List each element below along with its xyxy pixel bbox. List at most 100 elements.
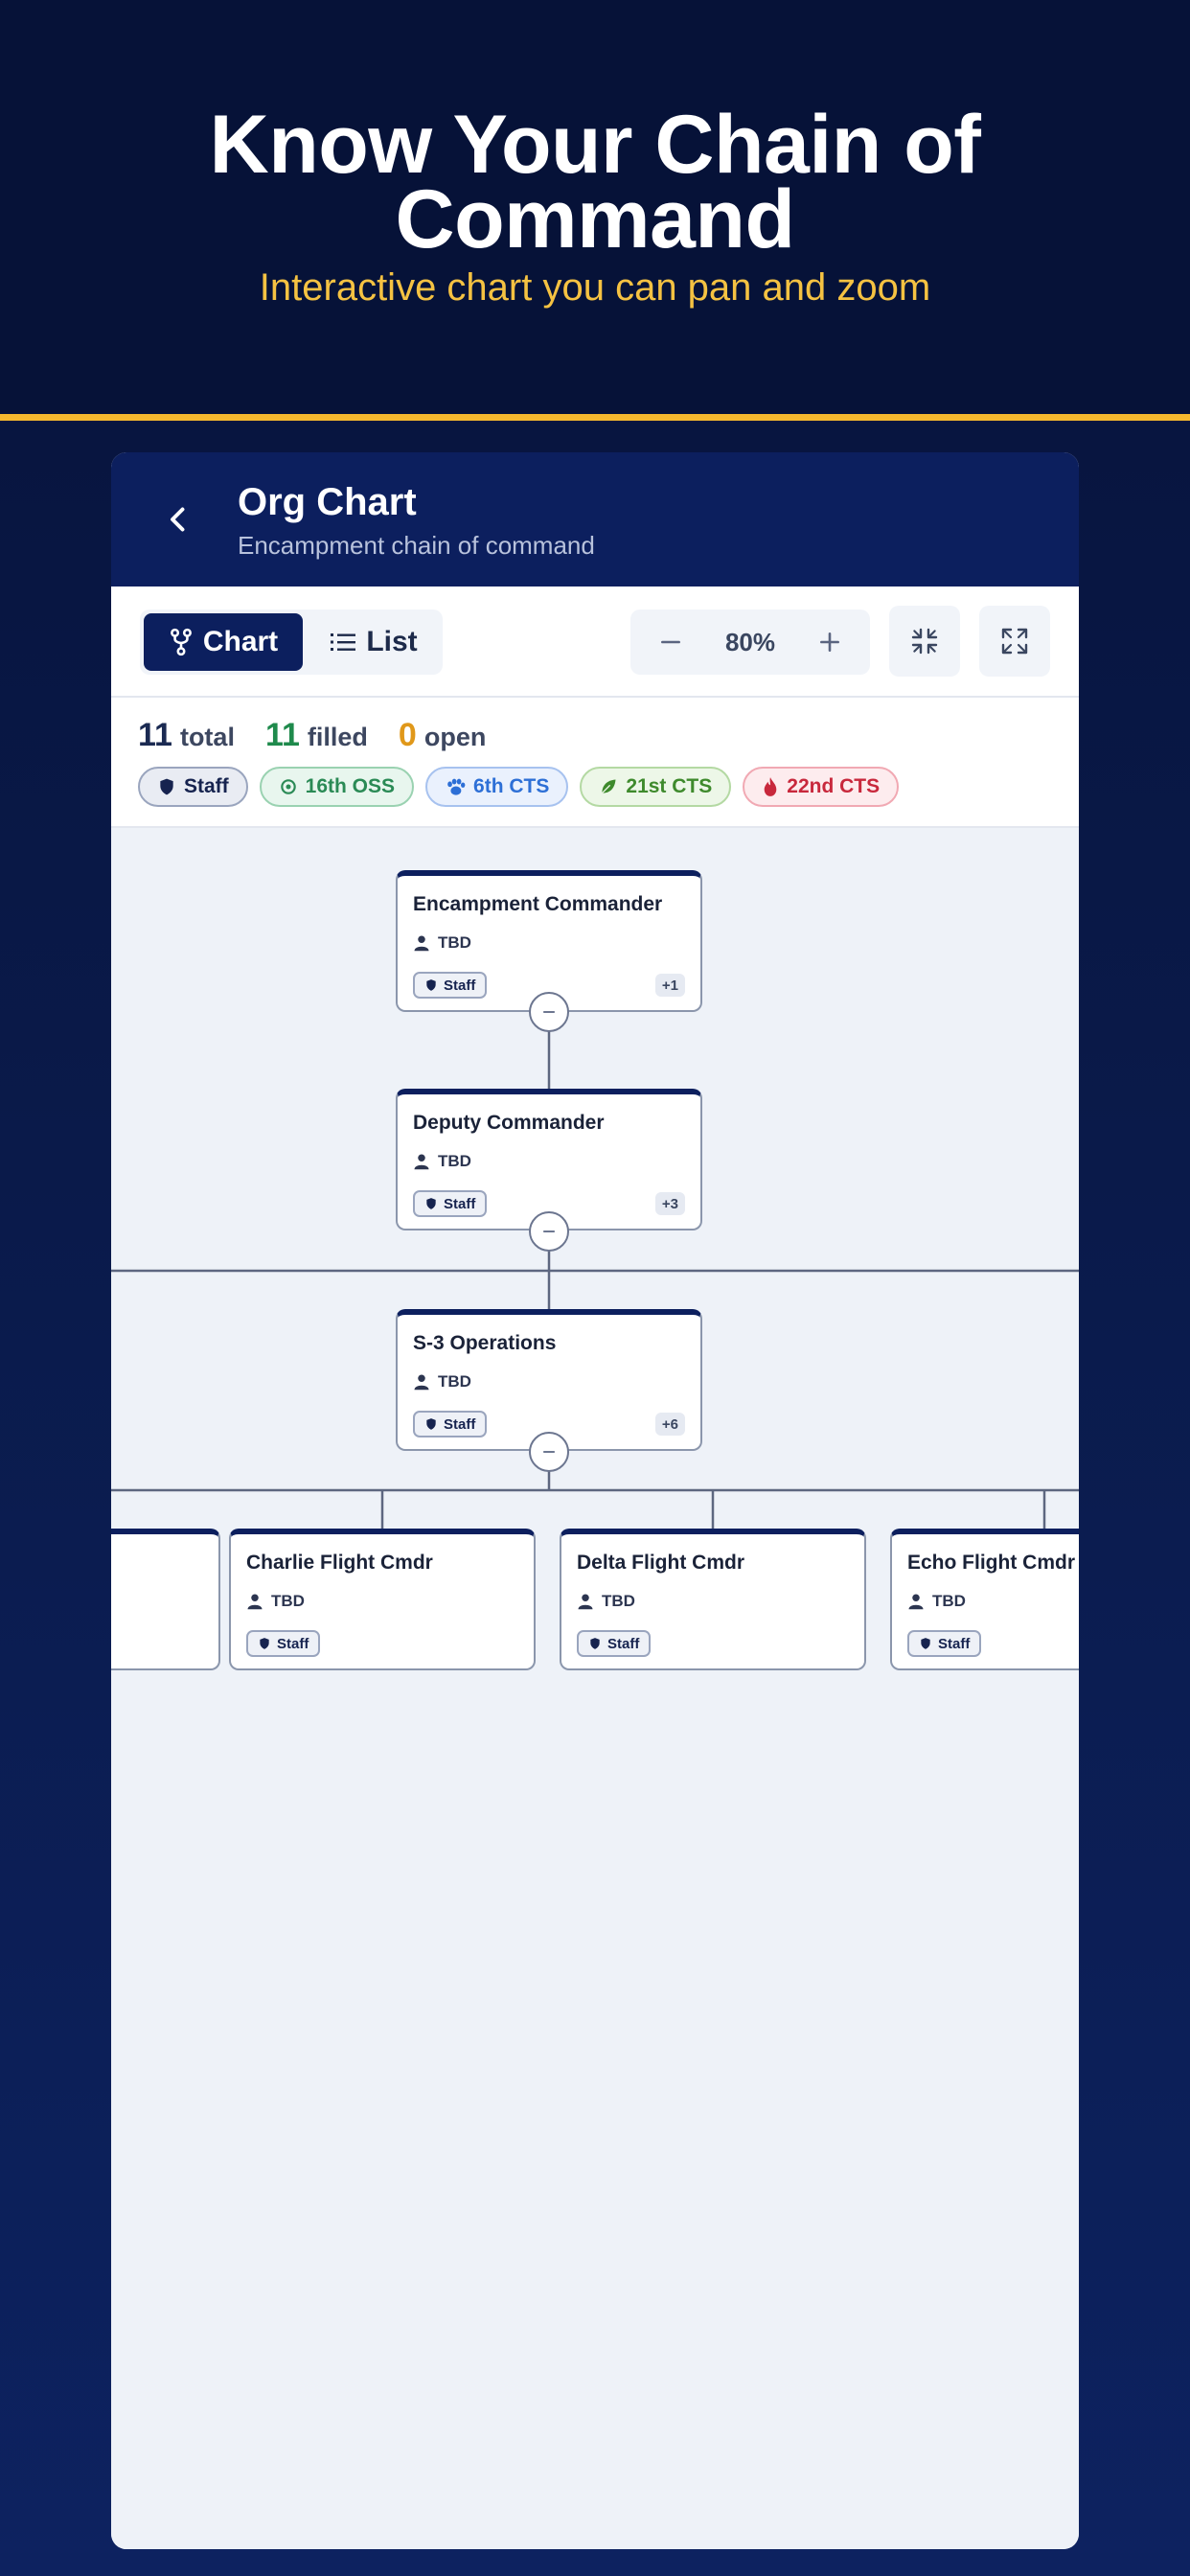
- person-icon: [908, 1594, 924, 1610]
- filter-chip-label: 16th OSS: [305, 775, 396, 797]
- filter-chip-6th-cts[interactable]: 6th CTS: [425, 767, 569, 807]
- list-view-button[interactable]: List: [309, 613, 439, 671]
- filter-chip-staff[interactable]: Staff: [138, 767, 248, 807]
- zoom-in-button[interactable]: [801, 610, 858, 675]
- back-button[interactable]: [149, 491, 207, 548]
- stat-total: 11 total: [138, 717, 235, 754]
- node-extra-count: +1: [654, 974, 685, 997]
- person-icon: [578, 1594, 593, 1610]
- collapse-icon: [911, 628, 938, 655]
- hero-title: Know Your Chain of Command: [0, 99, 1190, 265]
- node-holder-name: TBD: [932, 1592, 966, 1610]
- target-icon: [280, 779, 296, 794]
- hero-title-line1: Know Your Chain of: [209, 99, 981, 191]
- shield-icon: [921, 1638, 930, 1649]
- minus-icon: [543, 1230, 555, 1232]
- zoom-control: 80%: [630, 610, 870, 675]
- org-node-encampment-commander[interactable]: Encampment Commander TBD Staff +1: [396, 870, 702, 1012]
- chevron-left-icon: [171, 507, 185, 532]
- shield-icon: [590, 1638, 600, 1649]
- list-view-label: List: [366, 626, 418, 657]
- flame-icon: [764, 777, 777, 796]
- page-subtitle: Encampment chain of command: [238, 531, 595, 560]
- filter-chip-22nd-cts[interactable]: 22nd CTS: [743, 767, 900, 807]
- node-extra-count: +3: [654, 1192, 685, 1215]
- node-unit-label: Staff: [444, 1195, 476, 1212]
- org-node-partial-left[interactable]: [111, 1529, 220, 1670]
- plus-icon: [820, 632, 839, 652]
- expand-icon: [1001, 628, 1028, 655]
- org-chart-canvas[interactable]: Encampment Commander TBD Staff +1 Deputy…: [111, 828, 1079, 2549]
- zoom-level: 80%: [724, 627, 776, 656]
- collapse-toggle-deputy[interactable]: [529, 1211, 569, 1252]
- fit-to-screen-button[interactable]: [889, 606, 960, 677]
- toolbar: Chart List 80%: [111, 586, 1079, 698]
- zoom-out-button[interactable]: [642, 610, 699, 675]
- org-node-delta-flight[interactable]: Delta Flight Cmdr TBD Staff: [560, 1529, 866, 1670]
- page-title: Org Chart: [238, 481, 417, 523]
- minus-icon: [543, 1011, 555, 1013]
- node-holder: TBD: [577, 1592, 635, 1611]
- filter-chip-21st-cts[interactable]: 21st CTS: [580, 767, 732, 807]
- node-unit-label: Staff: [607, 1635, 640, 1652]
- node-holder: TBD: [413, 1372, 471, 1392]
- node-holder: TBD: [413, 1152, 471, 1171]
- node-title: Deputy Commander: [413, 1112, 605, 1134]
- stat-filled: 11 filled: [265, 717, 368, 754]
- leaf-icon: [602, 779, 616, 794]
- view-toggle: Chart List: [140, 610, 443, 675]
- minus-icon: [543, 1451, 555, 1453]
- person-icon: [414, 1374, 429, 1391]
- node-unit-label: Staff: [444, 977, 476, 994]
- org-node-echo-flight[interactable]: Echo Flight Cmdr TBD Staff: [890, 1529, 1079, 1670]
- filter-chip-label: Staff: [184, 775, 229, 797]
- collapse-toggle-commander[interactable]: [529, 992, 569, 1032]
- node-holder-name: TBD: [438, 1372, 471, 1391]
- node-holder-name: TBD: [438, 1152, 471, 1170]
- org-node-s3-operations[interactable]: S-3 Operations TBD Staff +6: [396, 1309, 702, 1451]
- total-label: total: [179, 723, 235, 751]
- node-unit-label: Staff: [938, 1635, 971, 1652]
- node-unit-badge: Staff: [413, 1190, 488, 1217]
- filter-chip-label: 22nd CTS: [787, 775, 881, 797]
- fullscreen-button[interactable]: [979, 606, 1050, 677]
- chart-view-button[interactable]: Chart: [144, 613, 303, 671]
- node-unit-badge: Staff: [413, 972, 488, 999]
- org-node-charlie-flight[interactable]: Charlie Flight Cmdr TBD Staff: [229, 1529, 536, 1670]
- node-holder-name: TBD: [602, 1592, 635, 1610]
- node-title: Charlie Flight Cmdr: [246, 1552, 433, 1574]
- stats-summary: 11 total 11 filled 0 open: [138, 717, 486, 754]
- person-icon: [414, 935, 429, 952]
- node-holder: TBD: [246, 1592, 305, 1611]
- node-holder: TBD: [413, 933, 471, 953]
- total-count: 11: [138, 717, 172, 753]
- shield-icon: [426, 1418, 436, 1430]
- filter-chip-16th-oss[interactable]: 16th OSS: [259, 767, 415, 807]
- node-unit-label: Staff: [444, 1415, 476, 1433]
- app-screen: Org Chart Encampment chain of command Ch…: [111, 452, 1079, 2549]
- node-unit-badge: Staff: [577, 1630, 652, 1657]
- filled-count: 11: [264, 717, 300, 753]
- hero-title-line2: Command: [395, 173, 795, 265]
- node-title: S-3 Operations: [413, 1332, 557, 1354]
- unit-filter-chips: Staff 16th OSS 6th CTS: [138, 767, 900, 807]
- node-extra-count: +6: [654, 1413, 685, 1436]
- node-holder-name: TBD: [438, 933, 471, 952]
- filled-label: filled: [307, 723, 368, 751]
- node-holder: TBD: [907, 1592, 966, 1611]
- paw-icon: [447, 778, 466, 795]
- hero-banner: Know Your Chain of Command Interactive c…: [0, 0, 1190, 418]
- filter-chip-label: 21st CTS: [626, 775, 713, 797]
- fork-icon: [170, 628, 192, 656]
- hero-subtitle: Interactive chart you can pan and zoom: [259, 266, 931, 309]
- org-node-deputy-commander[interactable]: Deputy Commander TBD Staff +3: [396, 1089, 702, 1230]
- collapse-toggle-ops[interactable]: [529, 1432, 569, 1472]
- shield-icon: [160, 778, 173, 795]
- node-unit-badge: Staff: [246, 1630, 321, 1657]
- shield-icon: [426, 1198, 436, 1209]
- open-label: open: [423, 723, 487, 751]
- node-title: Delta Flight Cmdr: [577, 1552, 745, 1574]
- person-icon: [414, 1154, 429, 1170]
- node-unit-label: Staff: [277, 1635, 309, 1652]
- node-unit-badge: Staff: [413, 1411, 488, 1438]
